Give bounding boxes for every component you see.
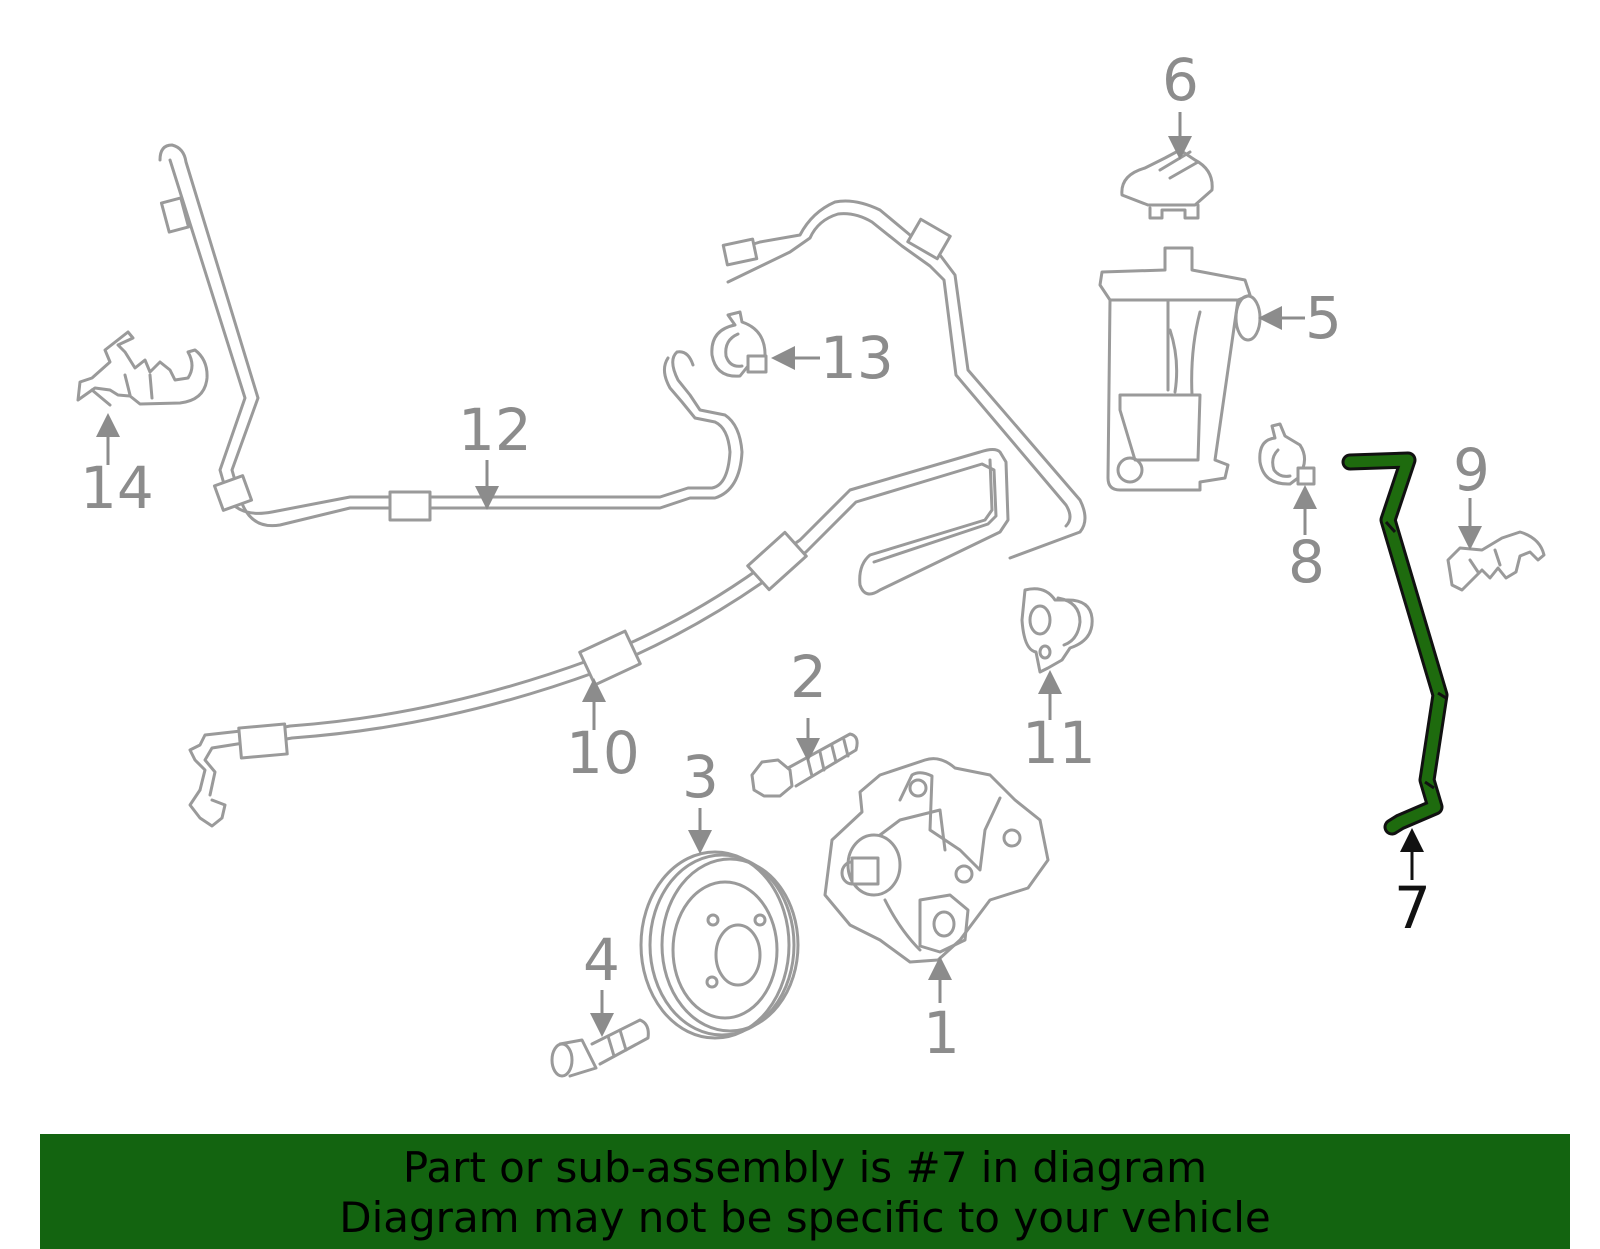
callout-14: 14 xyxy=(80,454,154,522)
callout-labels: 1 2 3 4 5 6 7 8 9 10 11 12 13 14 xyxy=(80,46,1490,1067)
part-13-clamp[interactable] xyxy=(710,310,768,378)
part-2-bolt[interactable] xyxy=(750,732,859,798)
part-4-bolt[interactable] xyxy=(550,1018,650,1078)
part-5-reservoir[interactable] xyxy=(1098,246,1262,492)
supply-line xyxy=(721,199,1087,560)
part-14-bracket[interactable] xyxy=(76,330,209,407)
part-8-clamp[interactable] xyxy=(1258,422,1316,486)
banner-line-2: Diagram may not be specific to your vehi… xyxy=(339,1193,1271,1242)
part-6-cap[interactable] xyxy=(1120,148,1214,220)
callout-10: 10 xyxy=(566,719,640,787)
callout-12: 12 xyxy=(458,396,532,464)
callout-9: 9 xyxy=(1453,436,1490,504)
callout-11: 11 xyxy=(1022,709,1096,777)
callout-13: 13 xyxy=(820,324,894,392)
part-10-hose[interactable] xyxy=(188,448,1010,828)
callout-6: 6 xyxy=(1162,46,1199,114)
callout-2: 2 xyxy=(790,643,827,711)
part-3-pulley[interactable] xyxy=(639,850,800,1040)
info-banner: Part or sub-assembly is #7 in diagram Di… xyxy=(40,1134,1570,1249)
part-9-clip[interactable] xyxy=(1446,530,1546,592)
callout-7: 7 xyxy=(1394,874,1431,942)
callout-8: 8 xyxy=(1288,528,1325,596)
part-1-pump[interactable] xyxy=(823,757,1050,964)
part-12-pipe[interactable] xyxy=(158,143,744,528)
callout-3: 3 xyxy=(682,743,719,811)
callout-arrows xyxy=(96,112,1482,1037)
part-7-hose-highlighted[interactable] xyxy=(1341,451,1449,836)
callout-4: 4 xyxy=(583,926,620,994)
callout-5: 5 xyxy=(1305,284,1342,352)
callout-1: 1 xyxy=(923,999,960,1067)
banner-line-1: Part or sub-assembly is #7 in diagram xyxy=(402,1143,1208,1192)
part-11-bracket[interactable] xyxy=(1020,587,1094,674)
